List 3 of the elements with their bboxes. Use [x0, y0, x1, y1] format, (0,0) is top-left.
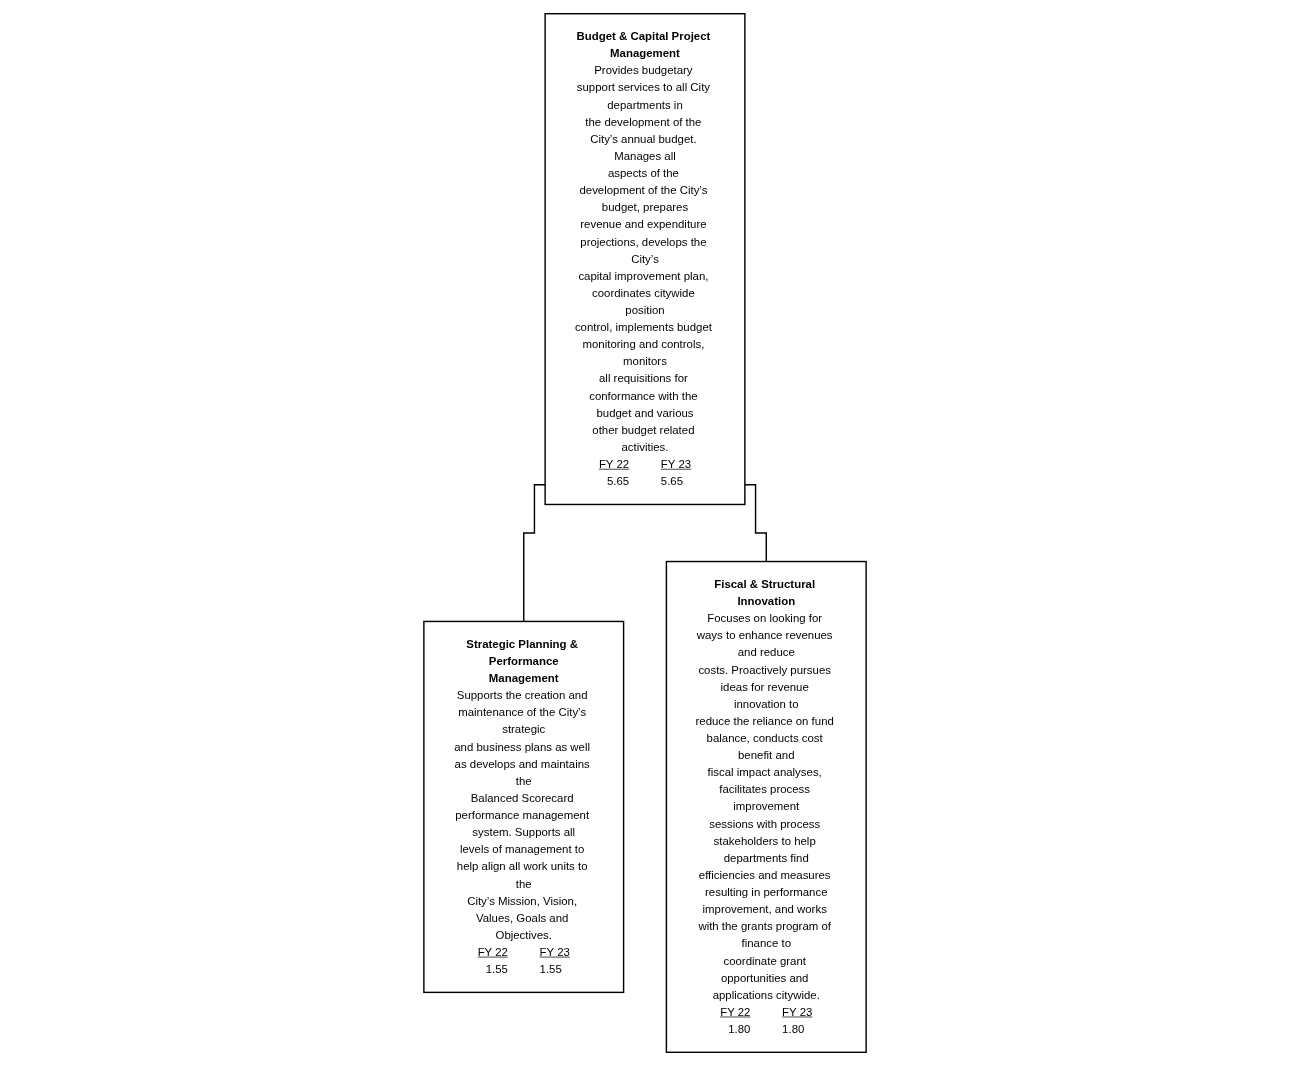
- node-box: Strategic Planning & Performance Management Supports the creation and maintenance of the City’s strategic and business plans as well as develops and maintains the Balanced Scorecard performance management system. Supports all levels of management to help align all work units to the City’s Mission, Vision, Values, Goals and Objectives. FY 22 FY 23 1.55 1.55: [422, 620, 624, 993]
- node-box: Fiscal & Structural Innovation Focuses on looking for ways to enhance revenues and reduce costs. Proactively pursues ideas for revenue innovation to reduce the reliance on fund balance, conducts cost benefit and fiscal impact analyses, facilitates process improvement sessions with process stakeholders to help departments find efficiencies and measures resulting in performance improvement, and works with the grants program of finance to coordinate grant opportunities and applications citywide. FY 22 FY 23 1.80 1.80: [665, 560, 867, 1053]
- node-box: Budget & Capital Project Management Provides budgetary support services to all City departments in the development of the City’s annual budget. Manages all aspects of the development of the City’s budget, prepares revenue and expenditure projections, develops the City’s capital improvement plan, coordinates citywide position control, implements budget monitoring and controls, monitors all requisitions for conformance with the budget and various other budget related activities. FY 22 FY 23 5.65 5.65: [543, 12, 746, 505]
